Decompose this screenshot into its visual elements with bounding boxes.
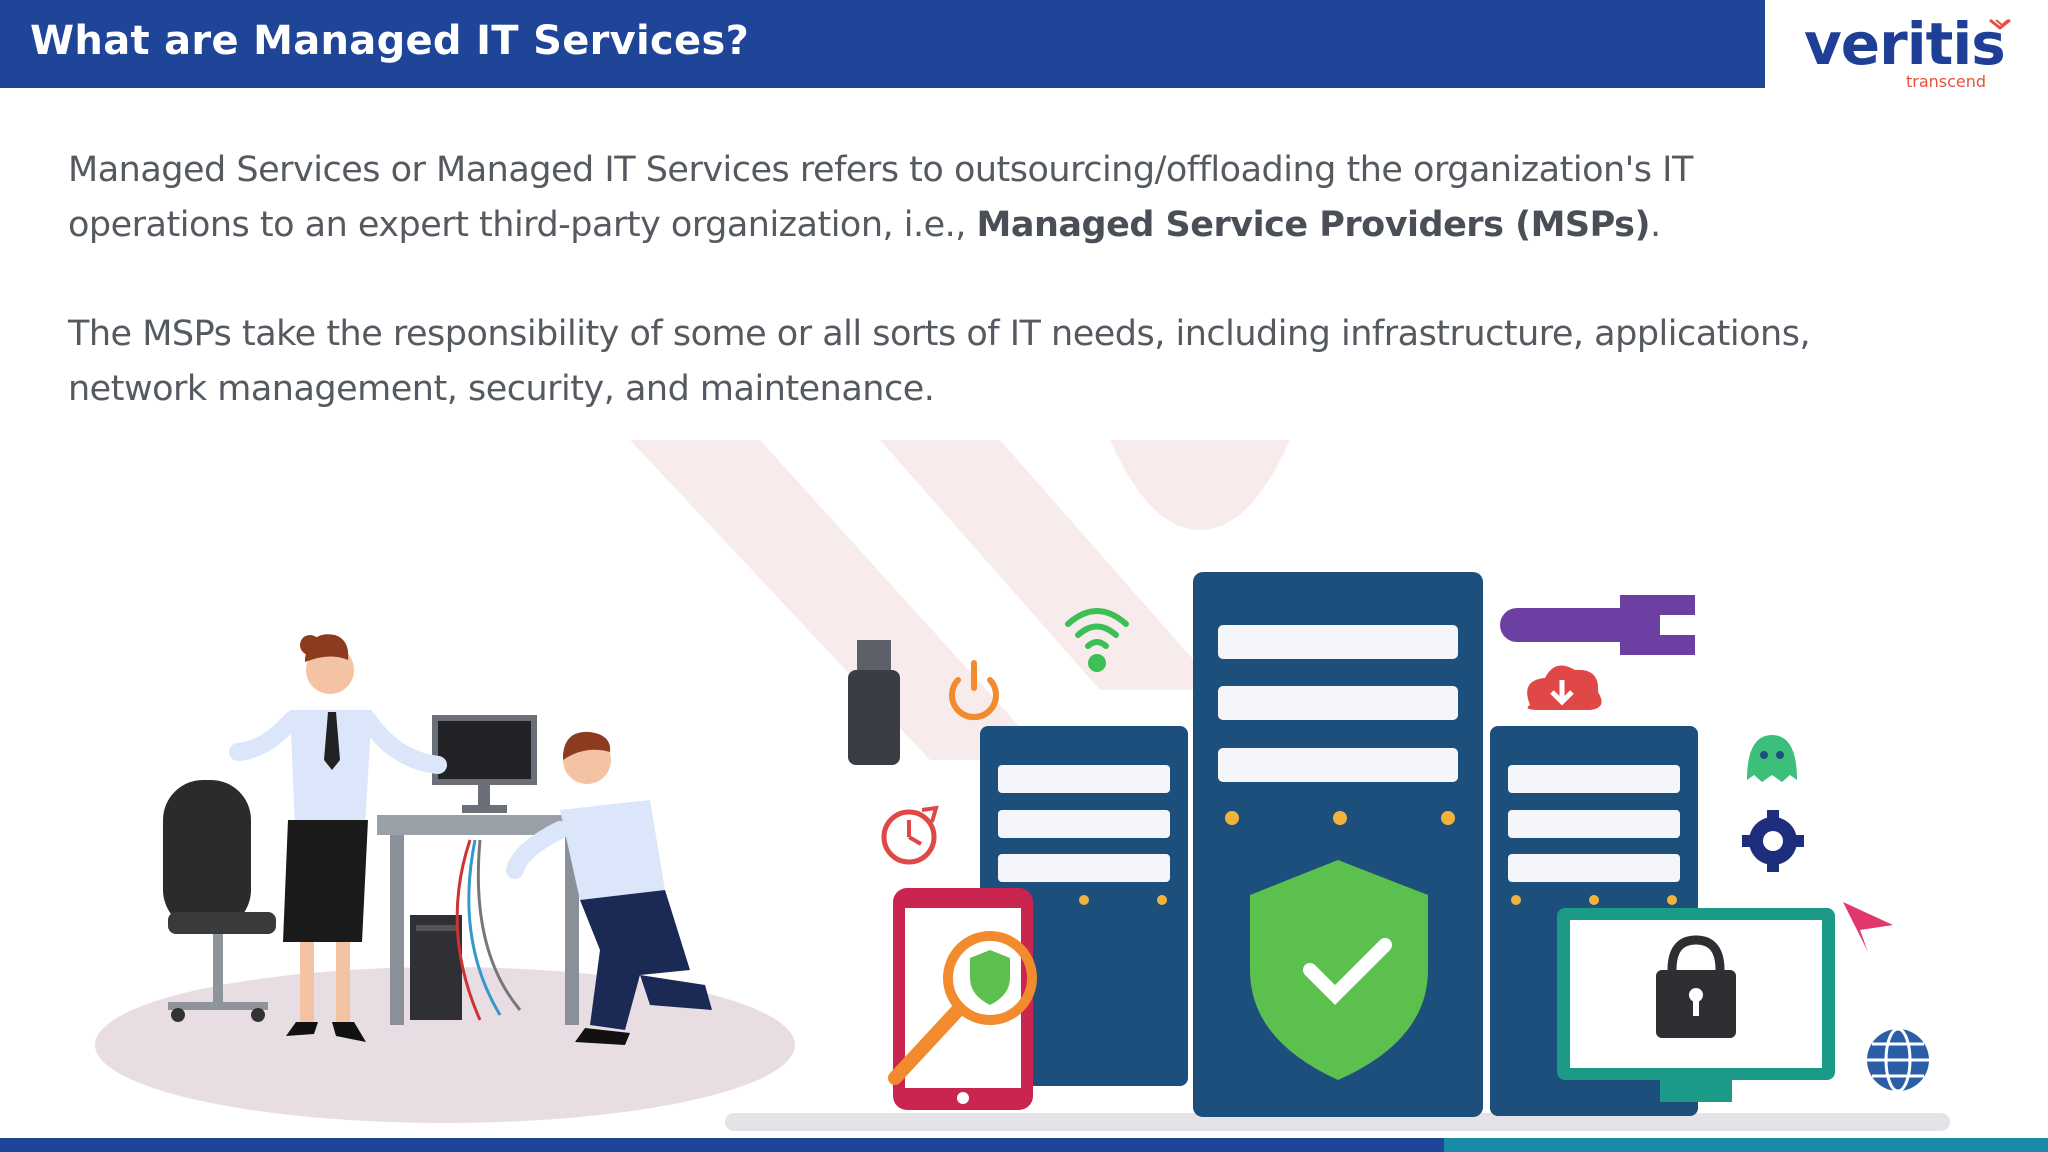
watermark-chevrons bbox=[630, 440, 1290, 760]
header-bar bbox=[0, 0, 1765, 88]
logo-tagline: transcend bbox=[1906, 72, 1987, 91]
wrench-icon bbox=[1500, 595, 1695, 655]
floor-shelf bbox=[725, 1113, 1950, 1131]
gear-icon bbox=[1742, 810, 1804, 872]
intro-paragraph: Managed Services or Managed IT Services … bbox=[68, 143, 1868, 253]
timer-icon bbox=[881, 805, 939, 865]
magnifier-icon bbox=[888, 931, 1037, 1085]
smartphone bbox=[893, 888, 1033, 1110]
footer-bar-left bbox=[0, 1138, 1444, 1152]
it-services-illustration bbox=[95, 440, 1950, 1131]
usb-drive-icon bbox=[848, 640, 900, 765]
woman-figure bbox=[229, 634, 447, 1042]
power-icon bbox=[949, 660, 999, 721]
wifi-icon bbox=[1065, 608, 1129, 649]
technician-figure bbox=[506, 731, 712, 1045]
intro-text: Managed Services or Managed IT Services … bbox=[68, 150, 1693, 245]
globe-icon bbox=[1867, 1027, 1929, 1093]
ghost-icon bbox=[1747, 735, 1797, 782]
veritis-logo: veritis transcend bbox=[1800, 10, 2020, 91]
office-chair bbox=[163, 780, 276, 1022]
msp-bold-term: Managed Service Providers (MSPs) bbox=[976, 205, 1651, 245]
cloud-download-icon bbox=[1527, 665, 1602, 710]
wifi-dot bbox=[1088, 654, 1106, 672]
footer-bar-right bbox=[1444, 1138, 2048, 1152]
logo-chevron-icon bbox=[1989, 18, 2011, 30]
monitor bbox=[1557, 908, 1835, 1102]
logo-word: veritis bbox=[1804, 10, 2006, 78]
paper-plane-icon bbox=[1843, 902, 1893, 952]
desk bbox=[377, 715, 592, 1025]
padlock-icon bbox=[1656, 935, 1736, 1038]
responsibility-paragraph: The MSPs take the responsibility of some… bbox=[68, 314, 1811, 409]
slide-title: What are Managed IT Services? bbox=[30, 18, 750, 64]
shield-check-icon bbox=[1250, 860, 1428, 1080]
intro-period: . bbox=[1650, 205, 1661, 245]
